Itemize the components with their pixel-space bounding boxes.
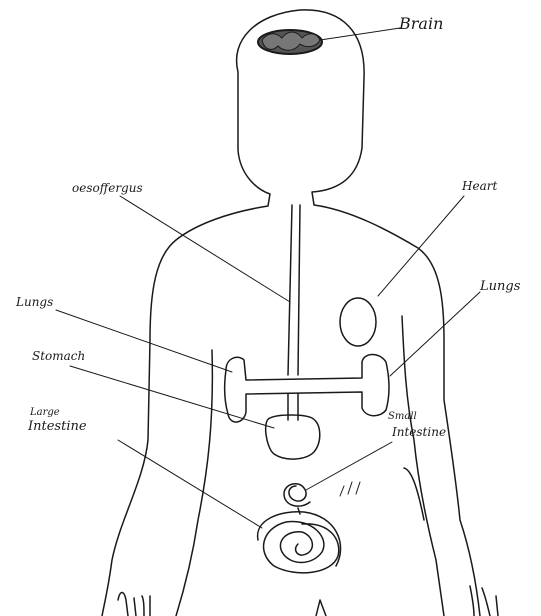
brain-leader: [320, 28, 400, 40]
label-small-intestine-1: Small: [388, 412, 417, 422]
left-hand-fingers: [118, 593, 150, 616]
large-intestine-spiral-outer: [258, 512, 341, 566]
large-intestine-spiral: [264, 521, 339, 572]
small-intestine-leader: [306, 442, 392, 490]
label-large-intestine-2: Intestine: [28, 420, 87, 433]
label-stomach: Stomach: [32, 350, 85, 362]
heart-leader: [378, 196, 464, 296]
large-intestine-leader: [118, 440, 262, 528]
label-small-intestine-2: Intestine: [392, 426, 446, 438]
oesophagus-leader: [120, 196, 290, 302]
oesophagus-tube: [288, 205, 300, 375]
stomach-leader: [70, 366, 274, 428]
groin-lines: [316, 600, 326, 616]
right-arm-inner: [402, 316, 444, 616]
label-heart: Heart: [462, 180, 497, 192]
right-hand-fingers: [470, 586, 498, 616]
left-arm-inner: [176, 350, 212, 616]
stomach-shape: [266, 415, 320, 459]
leader-lines: [56, 28, 480, 528]
lungs-shape: [225, 355, 389, 423]
label-lungs-right: Lungs: [480, 280, 520, 293]
stomach-tube: [288, 394, 298, 420]
label-lungs-left: Lungs: [16, 296, 53, 308]
body-outline: [102, 10, 480, 616]
belly-marks: [340, 482, 360, 496]
heart-shape: [340, 298, 376, 346]
label-oesophagus: oesoffergus: [72, 182, 143, 194]
label-brain: Brain: [399, 16, 443, 32]
label-large-intestine-1: Large: [30, 408, 60, 418]
small-intestine-coil: [284, 484, 310, 506]
